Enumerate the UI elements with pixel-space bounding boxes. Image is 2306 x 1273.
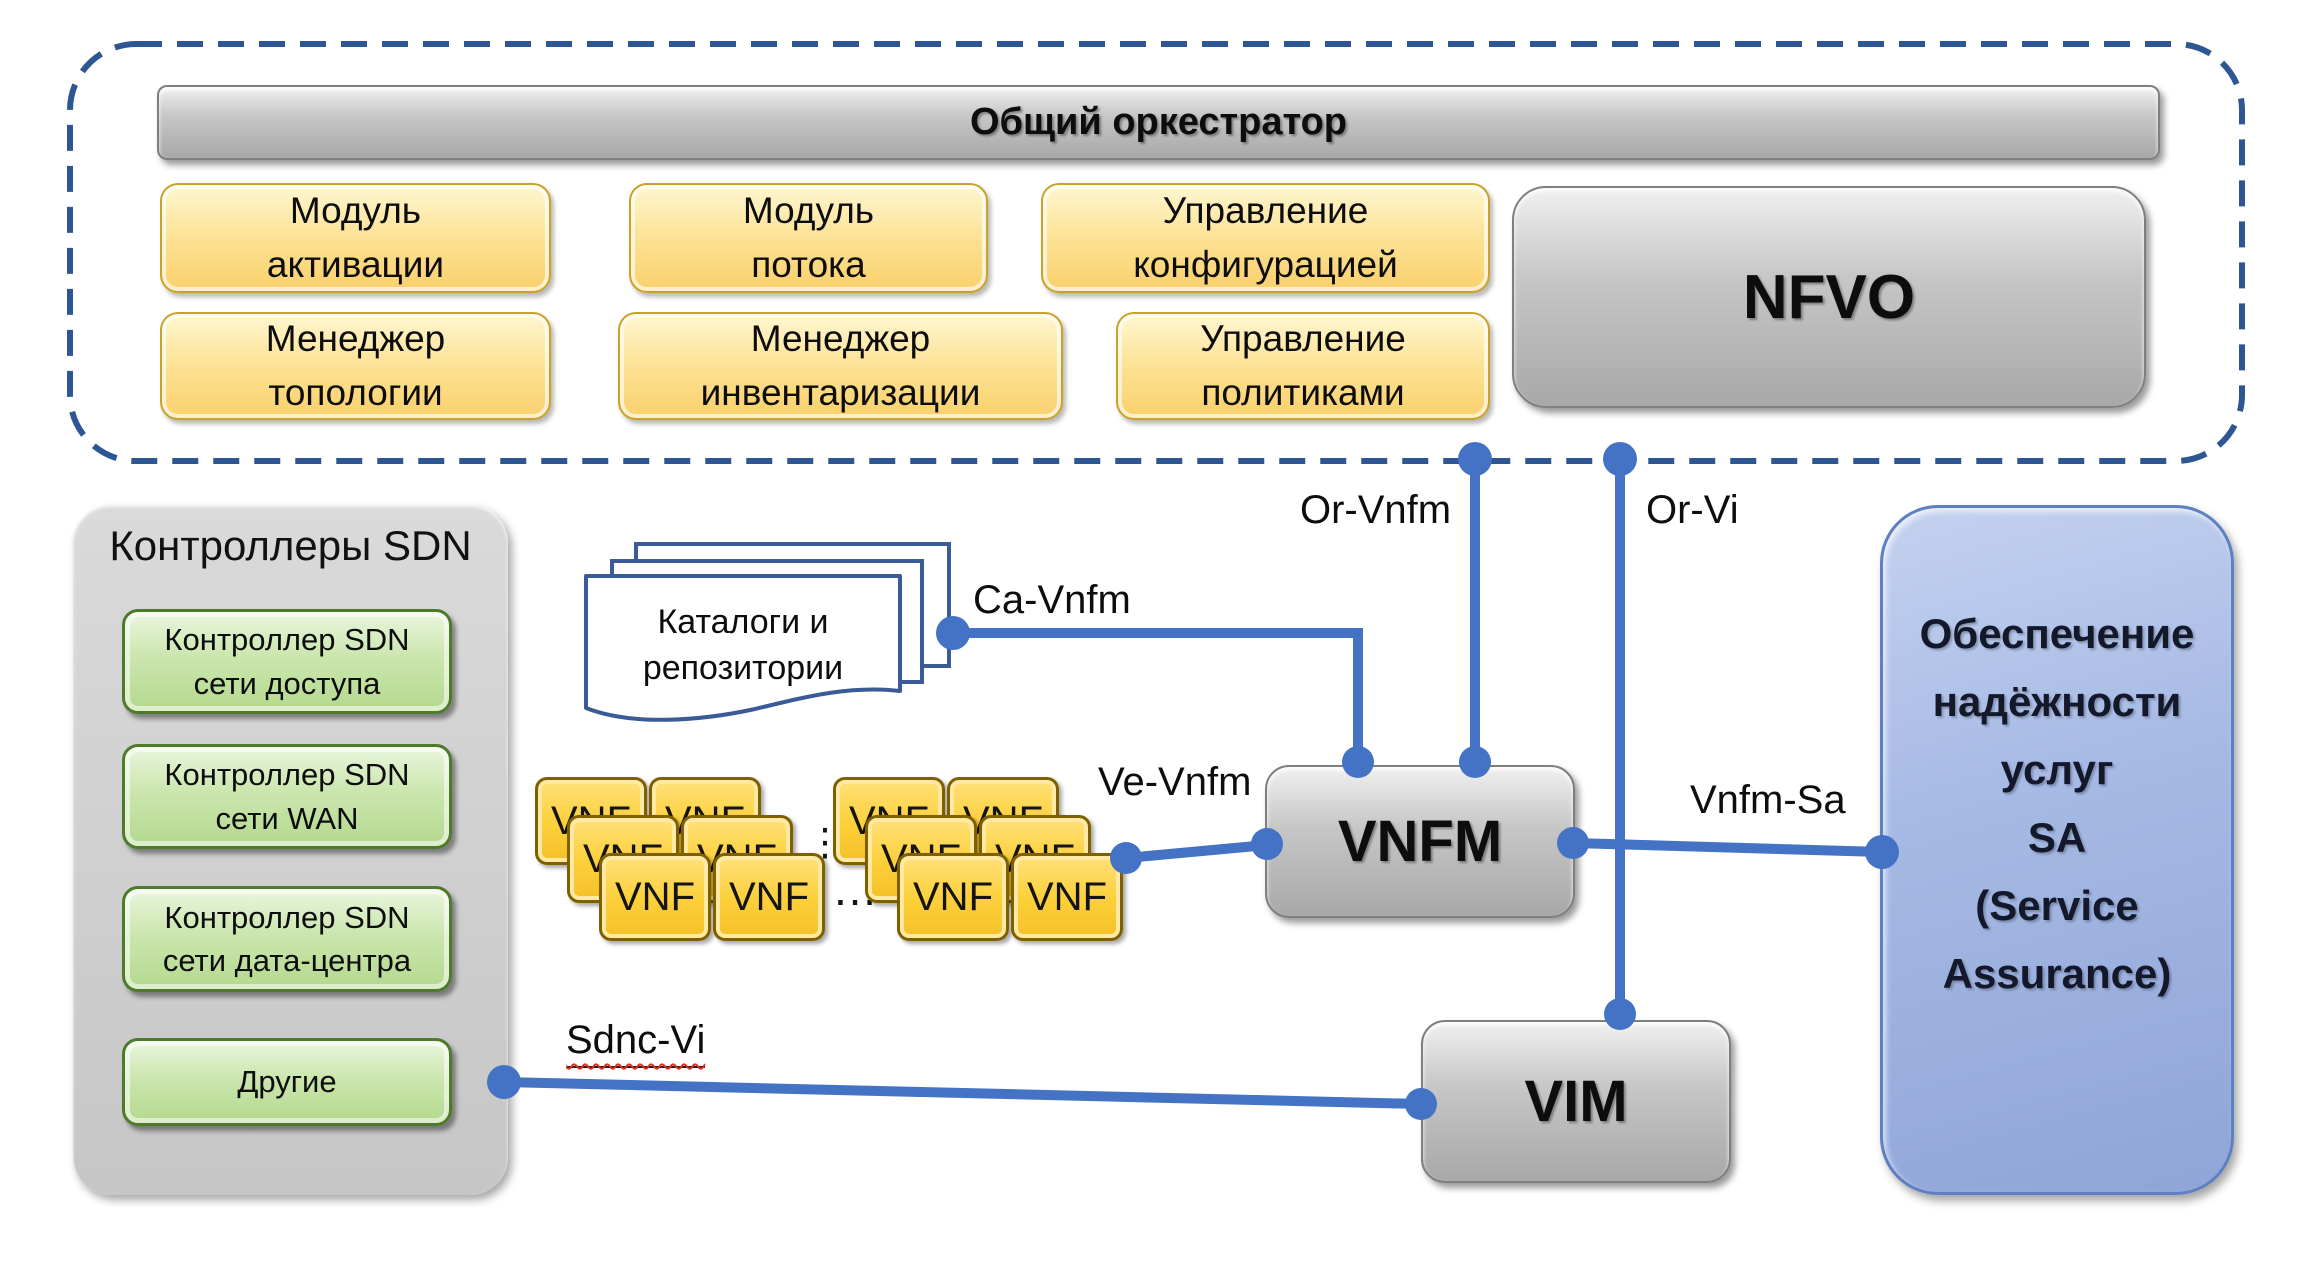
module-label: топологии <box>268 372 443 413</box>
junction-dot <box>1603 442 1637 476</box>
nfvo-node: NFVO <box>1512 186 2146 408</box>
vnf-chip: VNF <box>599 853 711 941</box>
junction-dot <box>1458 442 1492 476</box>
module-label: Модуль <box>289 190 422 232</box>
module-label: Модуль <box>742 190 875 232</box>
controller-label: Контроллер SDN <box>164 622 410 658</box>
controller-label: Контроллер SDN <box>164 899 410 935</box>
sdn-controller-wan: Контроллер SDN сети WAN <box>122 744 452 849</box>
catalogs-line: Каталоги и <box>657 602 829 641</box>
module-label: конфигурацией <box>1133 244 1398 285</box>
module-label: политиками <box>1201 372 1405 413</box>
vnfm-node: VNFM <box>1265 765 1575 918</box>
orchestrator-title: Общий оркестратор <box>969 101 1348 143</box>
interface-label-sdnc-vi: Sdnc-Vi <box>566 1018 706 1068</box>
sdn-panel-title: Контроллеры SDN <box>109 522 472 569</box>
controller-label: Другие <box>237 1064 337 1100</box>
module-label: Управление <box>1200 318 1406 360</box>
vim-node: VIM <box>1421 1020 1731 1183</box>
service-assurance-box: Обеспечение надёжности услуг SA (Service… <box>1880 505 2234 1195</box>
interface-label-or-vnfm: Or-Vnfm <box>1300 488 1452 532</box>
catalogs-text: Каталоги и репозитории <box>596 598 890 693</box>
nfvo-label: NFVO <box>1742 262 1916 332</box>
module-label: активации <box>266 244 445 285</box>
module-label: Менеджер <box>750 318 931 360</box>
catalogs-document-stack <box>570 525 970 740</box>
sa-line: услуг <box>2000 746 2114 794</box>
document-pages <box>584 542 951 722</box>
ca-vnfm-connector <box>948 628 1363 768</box>
orchestrator-bar: Общий оркестратор <box>157 85 2160 160</box>
interface-label-or-vi: Or-Vi <box>1646 488 1739 532</box>
controller-label: Контроллер SDN <box>164 757 410 793</box>
sa-line: надёжности <box>1932 678 2182 726</box>
sa-line: Обеспечение <box>1919 610 2195 657</box>
module-activation: Модуль активации <box>160 183 551 293</box>
ve-vnfm-connector <box>1121 840 1272 863</box>
sa-line: SA <box>2027 814 2087 862</box>
module-label: Управление <box>1162 190 1369 232</box>
vnfm-sa-connector <box>1568 838 1887 857</box>
sdn-controller-datacenter: Контроллер SDN сети дата-центра <box>122 886 452 992</box>
vnf-chip: VNF <box>1011 853 1123 941</box>
sa-line: (Service <box>1975 882 2139 930</box>
vnf-chip: VNF <box>897 853 1009 941</box>
vnf-label: VNF <box>615 874 695 919</box>
module-label: потока <box>751 244 866 285</box>
module-inventory-manager: Менеджер инвентаризации <box>618 312 1063 420</box>
module-policy-management: Управление политиками <box>1116 312 1490 420</box>
module-flow: Модуль потока <box>629 183 988 293</box>
interface-label-ca-vnfm: Ca-Vnfm <box>973 578 1131 622</box>
document-page-front <box>584 574 902 722</box>
controller-label: сети доступа <box>193 665 381 701</box>
vnf-label: VNF <box>729 874 809 919</box>
vnf-label: VNF <box>913 874 993 919</box>
catalogs-line: репозитории <box>642 648 844 687</box>
interface-label-vnfm-sa: Vnfm-Sa <box>1690 778 1846 822</box>
module-config-management: Управление конфигурацией <box>1041 183 1490 293</box>
sdn-controller-other: Другие <box>122 1038 452 1126</box>
controller-label: сети WAN <box>215 800 359 836</box>
interface-label-ve-vnfm: Ve-Vnfm <box>1098 760 1252 804</box>
sdnc-vi-connector <box>499 1077 1426 1109</box>
vnfm-label: VNFM <box>1337 809 1503 874</box>
module-topology-manager: Менеджер топологии <box>160 312 551 420</box>
module-label: инвентаризации <box>700 372 981 413</box>
sdn-controller-access: Контроллер SDN сети доступа <box>122 609 452 714</box>
sa-line: Assurance) <box>1942 950 2172 998</box>
controller-label: сети дата-центра <box>162 943 412 978</box>
vim-label: VIM <box>1524 1069 1628 1134</box>
vnf-label: VNF <box>1027 874 1107 919</box>
module-label: Менеджер <box>265 318 446 360</box>
vnf-chip: VNF <box>713 853 825 941</box>
